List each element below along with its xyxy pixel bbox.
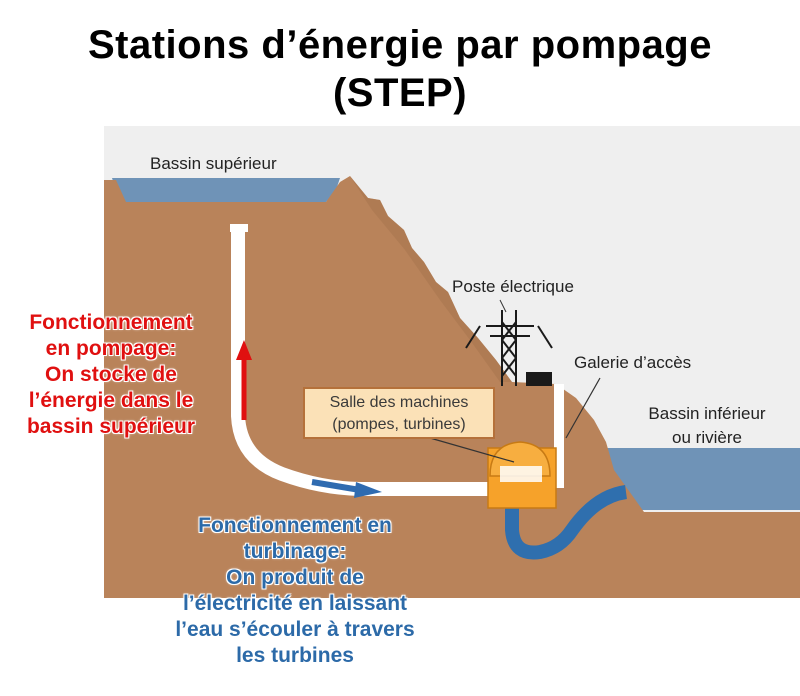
label-substation: Poste électrique [452, 277, 574, 296]
turbine-note: Fonctionnement en turbinage: On produit … [115, 513, 475, 669]
label-machine-room-line2: (pompes, turbines) [332, 416, 466, 433]
leader-substation [499, 299, 507, 313]
label-lower-basin-line1: Bassin inférieur [648, 404, 766, 423]
turbine-arrow-head [354, 482, 382, 498]
pumping-note-line: en pompage: [45, 337, 177, 360]
upper-basin-water [112, 178, 340, 202]
leader-machine-room [429, 437, 515, 463]
turbine-note-line: On produit de [226, 566, 364, 589]
turbine-note-line: turbinage: [243, 540, 347, 563]
turbine-note-line: l’électricité en laissant [182, 592, 408, 615]
pumping-note-line: Fonctionnement [29, 311, 193, 334]
pumping-arrow-head [236, 340, 252, 360]
pumping-note-line: On stocke de [45, 363, 177, 386]
tailrace-pipe [505, 485, 628, 560]
label-access-gallery: Galerie d’accès [574, 353, 692, 372]
label-machine-room: Salle des machines (pompes, turbines) [303, 387, 495, 439]
turbine-arrow-shaft [311, 479, 361, 493]
penstock-intake [230, 224, 248, 232]
leader-access-gallery [565, 377, 601, 439]
pumping-note: Fonctionnement en pompage: On stocke de … [0, 310, 222, 440]
lower-basin-water [600, 448, 800, 510]
label-lower-basin: Bassin inférieur ou rivière [622, 402, 792, 450]
pumping-note-line: l’énergie dans le [28, 389, 194, 412]
substation-building [526, 372, 552, 386]
pumping-note-line: bassin supérieur [26, 415, 196, 438]
access-gallery-shaft [554, 384, 564, 488]
page-subtitle: (STEP) [332, 71, 468, 115]
turbine-note-line: les turbines [236, 644, 354, 667]
machine-room-turbine [500, 466, 542, 482]
label-machine-room-line1: Salle des machines [329, 394, 469, 411]
turbine-note-line: Fonctionnement en [198, 514, 392, 537]
earth-ridge-shade [350, 176, 512, 382]
label-lower-basin-line2: ou rivière [672, 428, 742, 447]
turbine-note-line: l’eau s’écouler à travers [175, 618, 415, 641]
page-title: Stations d’énergie par pompage [87, 23, 712, 67]
label-upper-basin: Bassin supérieur [150, 154, 277, 173]
substation-pylon [465, 310, 553, 386]
